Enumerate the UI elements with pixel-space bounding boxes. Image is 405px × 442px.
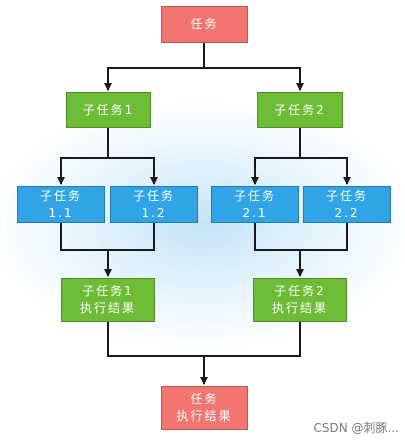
result-2-node: 子任务2 执行结果 [253, 278, 347, 322]
subtask-2-label: 子任务2 [274, 102, 326, 117]
leaf-task-1-2-line1: 子任务 [132, 188, 175, 203]
subtask-1-node: 子任务1 [66, 92, 151, 128]
root-task-label: 任务 [190, 17, 219, 31]
final-result-node: 任务 执行结果 [161, 386, 248, 430]
leaf-task-2-2-line2: 2.2 [334, 205, 360, 220]
result-1-node: 子任务1 执行结果 [61, 278, 155, 322]
result-2-line2: 执行结果 [271, 301, 328, 315]
leaf-task-2-2-node: 子任务 2.2 [303, 186, 391, 223]
leaf-task-1-1-line2: 1.1 [48, 205, 74, 220]
final-result-line1: 任务 [190, 392, 219, 406]
subtask-1-label: 子任务1 [82, 102, 135, 117]
leaf-task-1-2-node: 子任务 1.2 [110, 186, 198, 223]
leaf-task-1-2-line2: 1.2 [141, 205, 167, 220]
result-1-line2: 执行结果 [79, 301, 136, 315]
final-result-line2: 执行结果 [176, 409, 233, 423]
root-task-node: 任务 [161, 6, 248, 43]
leaf-task-1-1-line1: 子任务 [39, 188, 82, 203]
leaf-task-1-1-node: 子任务 1.1 [17, 186, 105, 223]
leaf-task-2-1-node: 子任务 2.1 [211, 186, 299, 223]
result-2-line1: 子任务2 [274, 284, 326, 298]
leaf-task-2-1-line2: 2.1 [242, 205, 268, 220]
result-1-line1: 子任务1 [82, 284, 134, 298]
leaf-task-2-2-line1: 子任务 [325, 188, 368, 203]
subtask-2-node: 子任务2 [257, 92, 343, 128]
watermark: CSDN @刺豚... [313, 421, 399, 435]
leaf-task-2-1-line1: 子任务 [233, 188, 276, 203]
